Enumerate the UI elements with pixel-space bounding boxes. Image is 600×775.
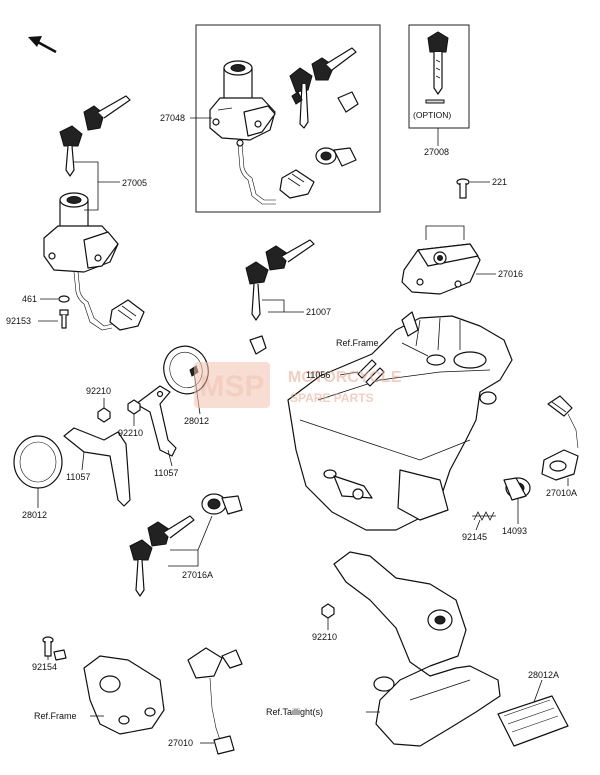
label-92153: 92153 — [6, 316, 31, 326]
ignition-switch-kit — [209, 60, 315, 205]
ignition-switch-27005 — [43, 192, 145, 331]
label-ref-frame-top: Ref.Frame — [336, 338, 379, 348]
label-ref-taillight: Ref.Taillight(s) — [266, 707, 323, 717]
bracket-ref-frame-bottom — [83, 655, 165, 735]
bushing-14093 — [503, 477, 531, 501]
keys-27005 — [59, 95, 131, 177]
nut-92210-bottom — [321, 603, 335, 619]
label-ref-frame-bottom: Ref.Frame — [34, 711, 77, 721]
label-27010A: 27010A — [546, 488, 577, 498]
label-28012-b: 28012 — [22, 510, 47, 520]
watermark-logo-text: MSP — [199, 370, 264, 403]
option-key-27008 — [425, 31, 449, 104]
label-92210-a: 92210 — [86, 386, 111, 396]
holder-27016 — [401, 243, 481, 295]
watermark-line2: SPARE PARTS — [290, 391, 374, 405]
label-92145: 92145 — [462, 532, 487, 542]
label-27016: 27016 — [498, 269, 523, 279]
label-11057-a: 11057 — [66, 472, 90, 482]
label-27048: 27048 — [160, 113, 185, 123]
option-box-27008 — [408, 24, 470, 129]
keys-27048 — [289, 47, 357, 129]
kit-27048-box — [195, 24, 381, 213]
frame-bracket — [287, 311, 513, 531]
pin-11056 — [357, 359, 385, 387]
watermark-line1: MOTORCYCLE — [288, 369, 402, 386]
label-27005: 27005 — [122, 178, 147, 188]
bolt-221 — [456, 178, 470, 199]
bracket-11057-center — [135, 385, 177, 457]
keys-21007 — [245, 239, 315, 355]
arrow-up-left-icon — [28, 36, 57, 54]
nut-92210-center — [127, 399, 141, 415]
label-92210-c: 92210 — [312, 632, 337, 642]
switch-27010 — [187, 647, 243, 755]
bolt-92154 — [42, 636, 67, 661]
label-11057-b: 11057 — [154, 468, 178, 478]
lock-cylinder-27048 — [315, 91, 359, 167]
label-92210-b: 92210 — [118, 428, 143, 438]
label-14093: 14093 — [502, 526, 527, 536]
label-27008: 27008 — [424, 147, 449, 157]
label-11056: 11056 — [306, 370, 330, 380]
reflector-28012A — [497, 695, 569, 747]
lock-27016A — [201, 493, 243, 515]
watermark: MSP MOTORCYCLE SPARE PARTS — [194, 362, 402, 408]
label-27010: 27010 — [168, 738, 193, 748]
bracket-11057-left — [63, 427, 131, 507]
label-28012A: 28012A — [528, 670, 559, 680]
label-21007: 21007 — [306, 307, 331, 317]
label-27016A: 27016A — [182, 570, 213, 580]
label-28012-a: 28012 — [184, 416, 209, 426]
taillight-bracket — [333, 551, 501, 747]
nut-92210-left — [97, 407, 111, 423]
reflector-28012-left — [13, 435, 63, 489]
washer-461 — [58, 295, 70, 303]
part-labels: 27048 27005 (OPTION) 27008 221 27016 461… — [6, 110, 577, 748]
label-461: 461 — [22, 294, 37, 304]
watermark-logo-box — [194, 362, 270, 408]
label-92154: 92154 — [32, 662, 57, 672]
label-option: (OPTION) — [413, 110, 451, 120]
label-221: 221 — [492, 177, 507, 187]
spring-92145 — [472, 511, 496, 521]
keys-27016A — [129, 515, 195, 597]
bolt-92153 — [59, 309, 69, 329]
switch-27010A — [541, 395, 579, 481]
